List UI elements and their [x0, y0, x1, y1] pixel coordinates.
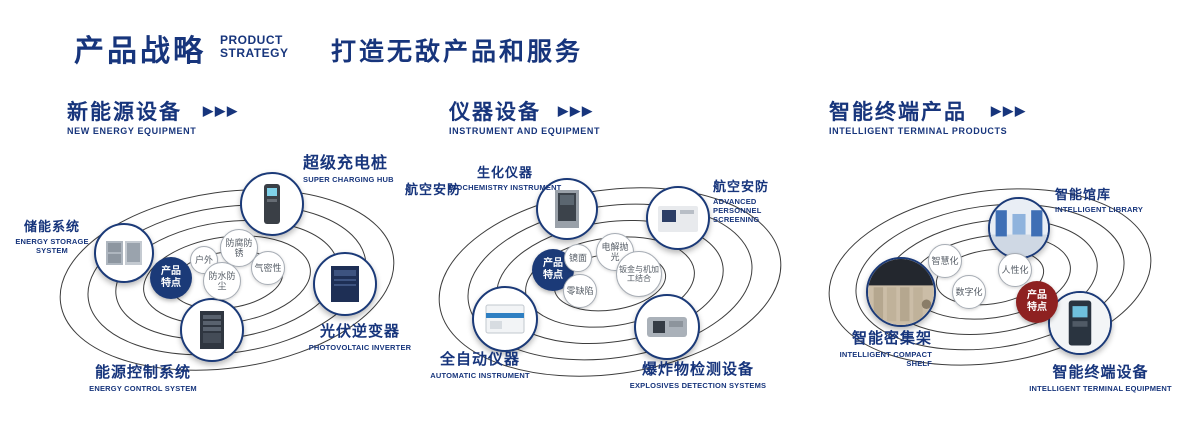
- intelligent-library-circle: [988, 197, 1050, 259]
- energy-storage-label: 储能系统 ENERGY STORAGE SYSTEM: [10, 216, 94, 255]
- intelligent-library-label: 智能馆库 INTELLIGENT LIBRARY: [1055, 184, 1165, 214]
- automatic-instrument-image: [485, 304, 525, 334]
- intelligent-library-image: [990, 199, 1048, 257]
- energy-control-label-en: ENERGY CONTROL SYSTEM: [89, 384, 197, 393]
- biochemistry-image: [555, 190, 579, 228]
- personnel-screening-image: [658, 206, 698, 232]
- feature-bubble: 数字化: [952, 275, 986, 309]
- biochemistry-label: 生化仪器 BIOCHEMISTRY INSTRUMENT: [448, 162, 562, 192]
- section-instrument-title: 仪器设备: [449, 101, 541, 124]
- compact-shelf-image: [868, 259, 934, 325]
- compact-shelf-label-en: INTELLIGENT COMPACT SHELF: [839, 350, 932, 368]
- features-badge-terminal: 产品 特点: [1016, 281, 1058, 323]
- energy-storage-label-zh: 储能系统: [23, 219, 80, 234]
- intelligent-terminal-label: 智能终端设备 INTELLIGENT TERMINAL EQUIPMENT: [1028, 361, 1173, 393]
- compact-shelf-label-zh: 智能密集架: [851, 330, 932, 347]
- explosives-detection-image: [647, 317, 687, 337]
- section-new-energy-subtitle: NEW ENERGY EQUIPMENT: [67, 126, 197, 136]
- intelligent-library-label-en: INTELLIGENT LIBRARY: [1055, 205, 1144, 214]
- section-terminal-subtitle: INTELLIGENT TERMINAL PRODUCTS: [829, 126, 1008, 136]
- aviation-security-label-zh: 航空安防: [405, 182, 462, 197]
- energy-storage-image: [106, 241, 142, 265]
- personnel-screening-circle: [646, 186, 710, 250]
- explosives-detection-label-en: EXPLOSIVES DETECTION SYSTEMS: [629, 381, 767, 390]
- energy-control-label: 能源控制系统 ENERGY CONTROL SYSTEM: [78, 361, 208, 393]
- section-terminal-title: 智能终端产品: [829, 101, 967, 124]
- badge-line2: 特点: [161, 278, 181, 289]
- arrows-icon: ▶▶▶: [203, 103, 239, 118]
- intelligent-terminal-image: [1050, 293, 1110, 353]
- pv-inverter-label: 光伏逆变器 PHOTOVOLTAIC INVERTER: [300, 320, 420, 352]
- feature-bubble: 镜面: [564, 244, 592, 272]
- energy-control-circle: [180, 298, 244, 362]
- explosives-detection-label: 爆炸物检测设备 EXPLOSIVES DETECTION SYSTEMS: [628, 358, 768, 390]
- feature-bubble: 气密性: [251, 251, 285, 285]
- arrows-icon: ▶▶▶: [558, 103, 594, 118]
- page-title-english-line2: STRATEGY: [220, 46, 289, 60]
- badge-line1: 产品: [1027, 290, 1047, 301]
- badge-line1: 产品: [161, 266, 181, 277]
- pv-inverter-image: [331, 266, 359, 302]
- badge-line2: 特点: [1027, 302, 1047, 313]
- section-instrument-subtitle: INSTRUMENT AND EQUIPMENT: [449, 126, 601, 136]
- super-charger-label-en: SUPER CHARGING HUB: [303, 175, 394, 184]
- biochemistry-label-zh: 生化仪器: [476, 165, 533, 180]
- automatic-instrument-label-zh: 全自动仪器: [439, 351, 520, 368]
- biochemistry-circle: [536, 178, 598, 240]
- energy-storage-circle: [94, 223, 154, 283]
- explosives-detection-label-zh: 爆炸物检测设备: [641, 361, 754, 378]
- tagline: 打造无敌产品和服务: [331, 38, 584, 66]
- personnel-screening-label-en: ADVANCED PERSONNEL SCREENING: [713, 197, 762, 224]
- aviation-security-label: 航空安防: [405, 179, 485, 198]
- feature-bubble: 人性化: [998, 253, 1032, 287]
- biochemistry-label-en: BIOCHEMISTRY INSTRUMENT: [448, 183, 562, 192]
- page-title-english-line1: PRODUCT: [220, 33, 283, 47]
- compact-shelf-label: 智能密集架 INTELLIGENT COMPACT SHELF: [838, 327, 932, 368]
- super-charger-circle: [240, 172, 304, 236]
- badge-line1: 产品: [543, 258, 563, 269]
- arrows-icon: ▶▶▶: [991, 103, 1027, 118]
- intelligent-terminal-label-en: INTELLIGENT TERMINAL EQUIPMENT: [1029, 384, 1172, 393]
- pv-inverter-label-en: PHOTOVOLTAIC INVERTER: [308, 343, 412, 352]
- energy-control-image: [200, 311, 224, 349]
- personnel-screening-label: 航空安防 ADVANCED PERSONNEL SCREENING: [713, 176, 823, 224]
- intelligent-library-label-zh: 智能馆库: [1055, 187, 1112, 202]
- energy-storage-label-en: ENERGY STORAGE SYSTEM: [15, 237, 89, 255]
- page-title-english: PRODUCT STRATEGY: [220, 34, 288, 60]
- automatic-instrument-label-en: AUTOMATIC INSTRUMENT: [430, 371, 530, 380]
- feature-bubble: 钣金与机加工结合: [616, 251, 662, 297]
- pv-inverter-circle: [313, 252, 377, 316]
- intelligent-terminal-circle: [1048, 291, 1112, 355]
- features-badge-new-energy: 产品 特点: [150, 257, 192, 299]
- page-title: 产品战略: [74, 35, 206, 68]
- personnel-screening-label-zh: 航空安防: [713, 179, 770, 194]
- intelligent-terminal-label-zh: 智能终端设备: [1052, 364, 1149, 381]
- feature-bubble: 零缺陷: [563, 274, 597, 308]
- feature-bubble: 防水防尘: [203, 262, 241, 300]
- section-new-energy-title: 新能源设备: [67, 101, 182, 124]
- explosives-detection-circle: [634, 294, 700, 360]
- automatic-instrument-label: 全自动仪器 AUTOMATIC INSTRUMENT: [420, 348, 540, 380]
- energy-control-label-zh: 能源控制系统: [94, 364, 191, 381]
- feature-bubble: 智慧化: [928, 244, 962, 278]
- automatic-instrument-circle: [472, 286, 538, 352]
- super-charger-image: [264, 184, 280, 224]
- pv-inverter-label-zh: 光伏逆变器: [319, 323, 400, 340]
- super-charger-label-zh: 超级充电桩: [303, 155, 389, 172]
- compact-shelf-circle: [866, 257, 936, 327]
- badge-line2: 特点: [543, 270, 563, 281]
- super-charger-label: 超级充电桩 SUPER CHARGING HUB: [303, 149, 433, 184]
